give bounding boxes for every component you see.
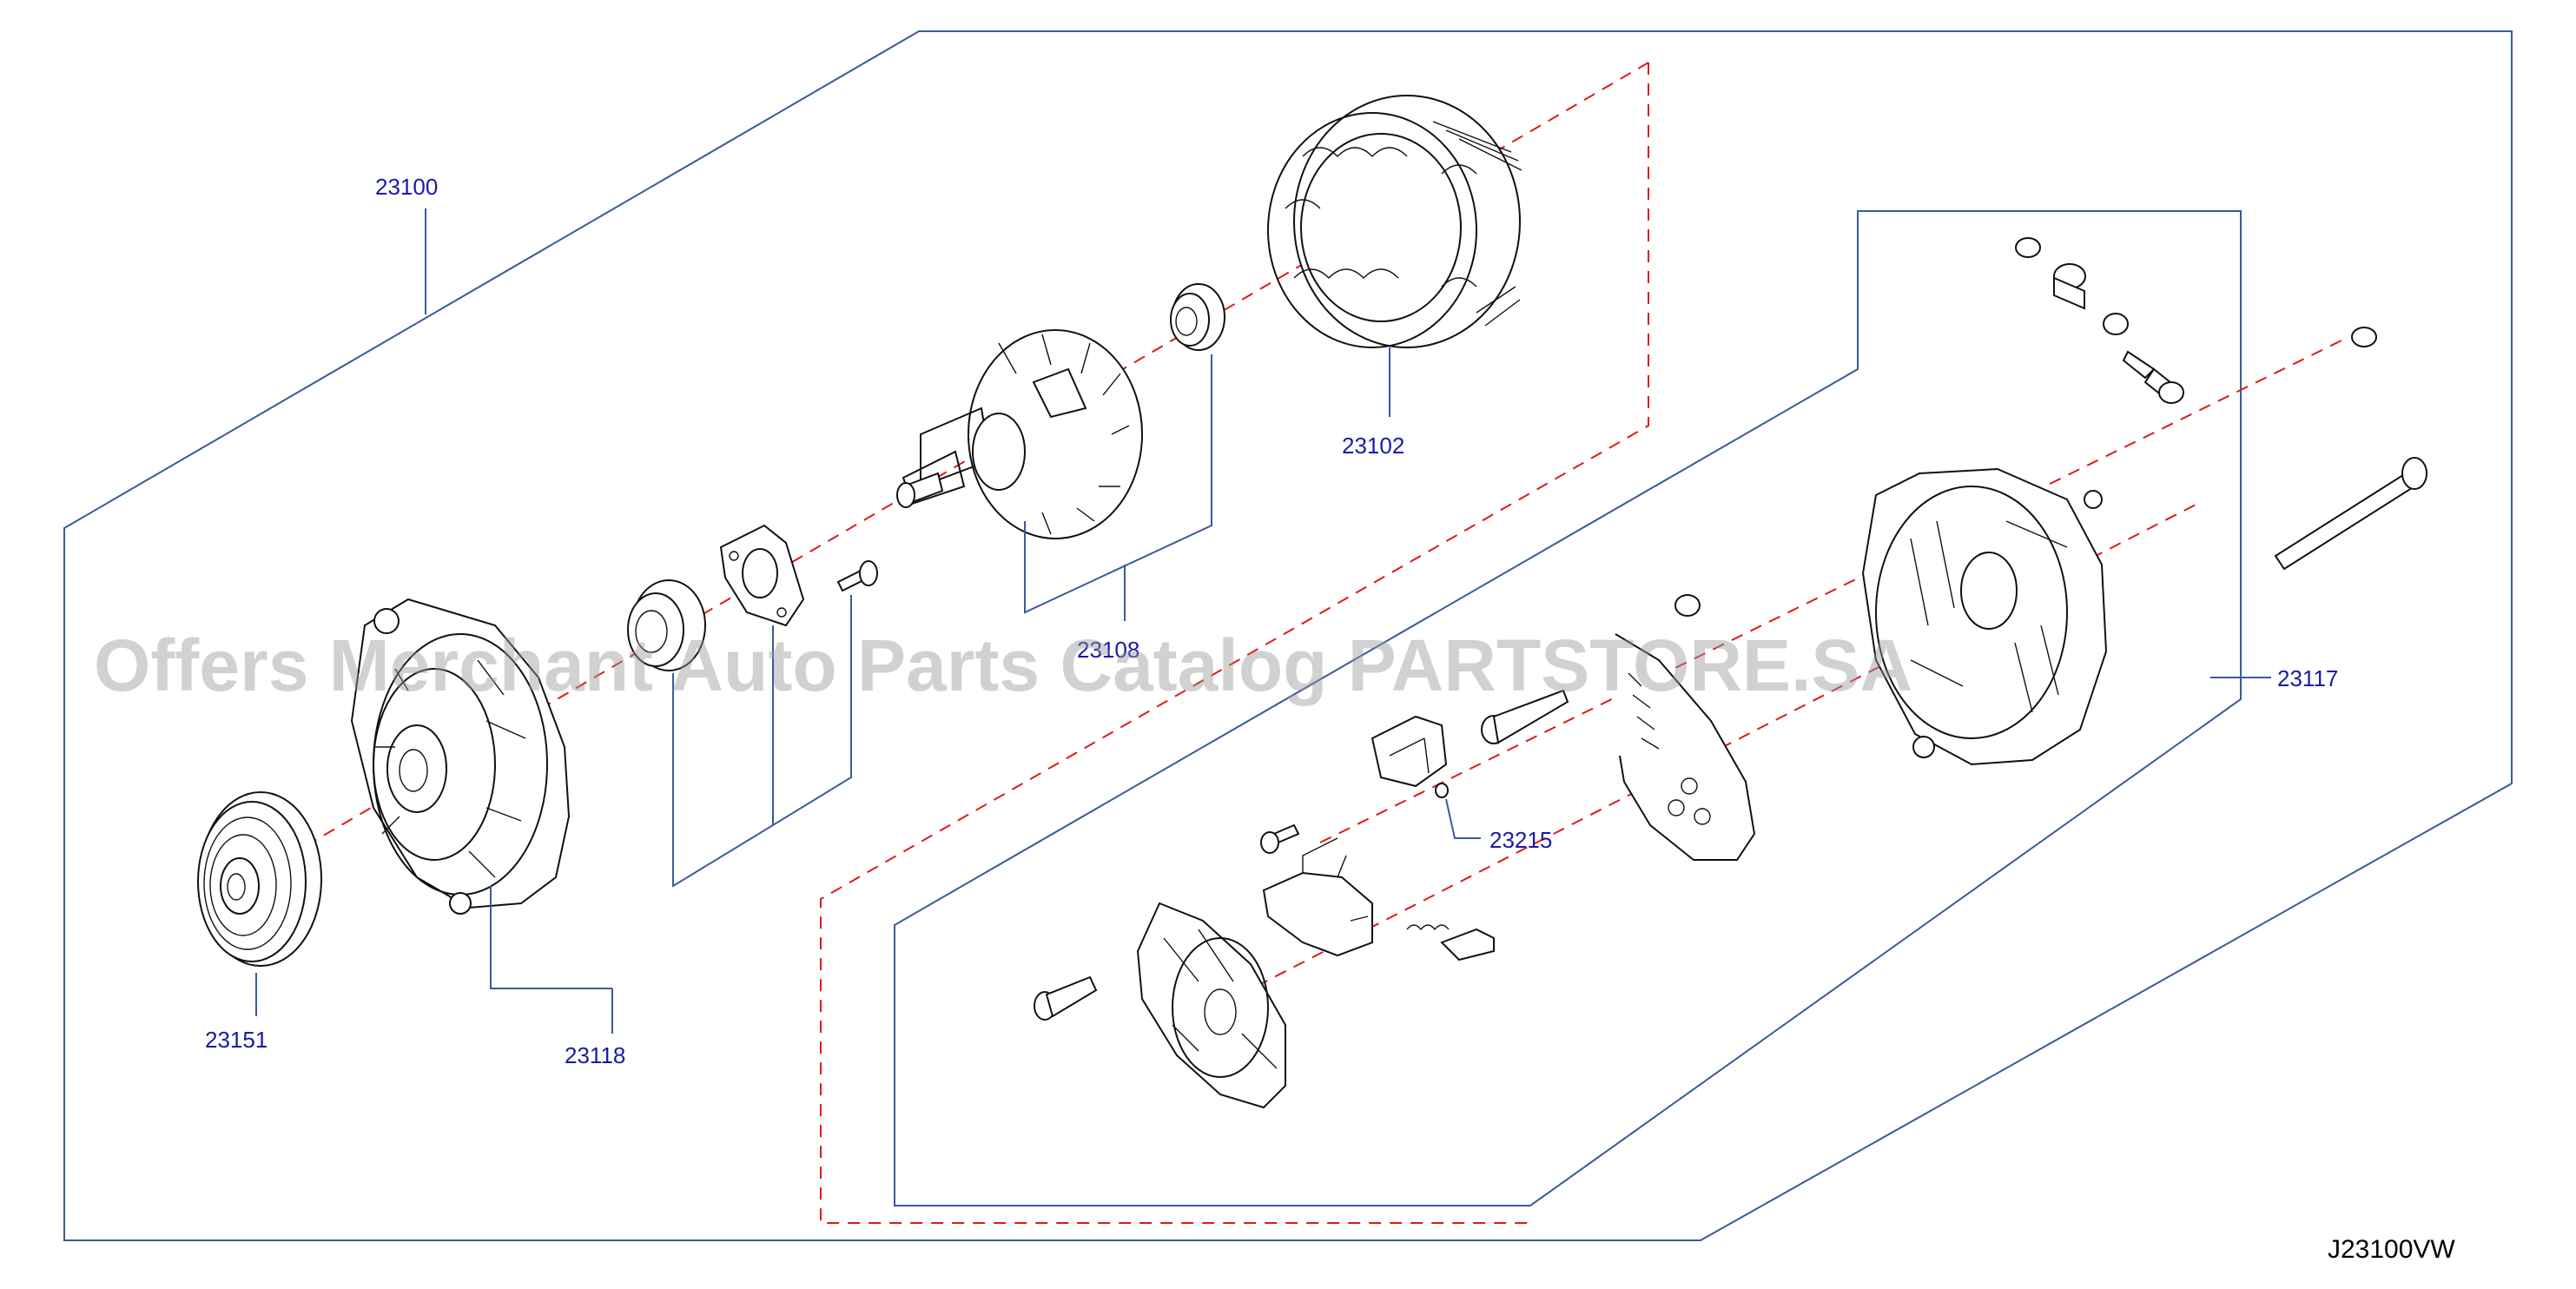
watermark-text: Offers Merchant Auto Parts Catalog PARTS… (94, 625, 1912, 706)
assembly-frame (63, 30, 2513, 1241)
label-23215[interactable]: 23215 (1489, 827, 1552, 853)
leader-lines (255, 208, 2271, 1034)
diagram-code: J23100VW (2328, 1235, 2455, 1264)
label-23117[interactable]: 23117 (2277, 665, 2338, 691)
stator-drawing[interactable] (1267, 95, 1522, 348)
retainer-plate-drawing[interactable] (719, 524, 805, 627)
label-23108[interactable]: 23108 (1077, 637, 1139, 663)
rear-cover-drawing[interactable] (1136, 902, 1286, 1109)
upper-dashed-frame (820, 63, 1649, 1224)
rectifier-bolt-drawing[interactable] (1481, 594, 1701, 744)
retainer-screw-drawing[interactable] (836, 560, 878, 592)
label-23151[interactable]: 23151 (205, 1027, 268, 1053)
through-bolt-drawing[interactable] (2274, 457, 2427, 571)
front-housing-drawing[interactable] (350, 598, 571, 915)
terminal-hardware-drawing[interactable] (2015, 237, 2377, 404)
pulley-drawing[interactable] (197, 791, 322, 967)
cover-bolt-drawing[interactable] (1034, 975, 1098, 1021)
rear-housing-drawing[interactable] (1861, 467, 2108, 766)
label-23102[interactable]: 23102 (1342, 433, 1404, 459)
label-23118[interactable]: 23118 (565, 1042, 625, 1068)
brush-holder-drawing[interactable] (1260, 823, 1495, 962)
rotor-drawing[interactable] (896, 329, 1143, 539)
front-bearing-drawing[interactable] (627, 579, 706, 671)
regulator-drawing[interactable] (1371, 715, 1449, 798)
rectifier-drawing[interactable] (1615, 633, 1756, 861)
rear-bearing-drawing[interactable] (1170, 283, 1225, 351)
rear-group-frame (894, 210, 2242, 1206)
label-23100[interactable]: 23100 (375, 174, 438, 200)
axis-guide-rear-upper (1319, 338, 2346, 843)
